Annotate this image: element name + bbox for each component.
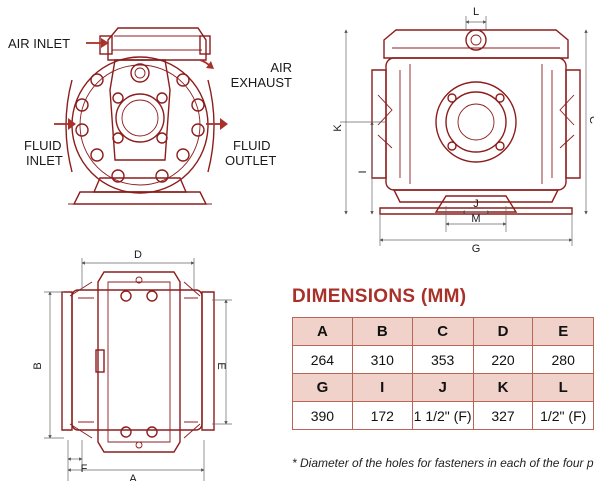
bolt-holes bbox=[75, 73, 205, 183]
header-cell-K: K bbox=[472, 373, 534, 402]
dim-letter-D: D bbox=[134, 249, 142, 261]
front-view-drawing: AIR INLET AIR EXHAUST FLUID INLET FLUID … bbox=[8, 27, 292, 205]
top-view-dimensions bbox=[44, 258, 232, 481]
value-cell-K: 327 bbox=[472, 401, 534, 430]
air-inlet-label: AIR INLET bbox=[8, 36, 70, 51]
air-exhaust-arrow bbox=[199, 59, 214, 69]
dim-letter-B: B bbox=[32, 362, 44, 369]
fluid-inlet-label-line2: INLET bbox=[26, 153, 63, 168]
value-cell-E: 280 bbox=[532, 345, 594, 374]
value-cell-C: 353 bbox=[411, 345, 474, 374]
top-view-drawing: D B E F A bbox=[32, 249, 232, 485]
value-cell-D: 220 bbox=[472, 345, 534, 374]
table-header-row-2: G I J K L bbox=[292, 373, 594, 402]
dim-letter-I: I bbox=[357, 170, 369, 173]
value-cell-A: 264 bbox=[292, 345, 353, 374]
value-cell-J: 1 1/2" (F) bbox=[411, 401, 474, 430]
side-view-dimensions bbox=[340, 16, 588, 246]
dim-letter-C: C bbox=[587, 116, 594, 124]
header-cell-G: G bbox=[292, 373, 353, 402]
fluid-inlet-arrow bbox=[54, 118, 76, 130]
fluid-outlet-arrow bbox=[206, 118, 228, 130]
dim-letter-J: J bbox=[473, 198, 479, 210]
fluid-outlet-label-line1: FLUID bbox=[233, 138, 271, 153]
header-cell-E: E bbox=[532, 317, 594, 346]
air-exhaust-label-line2: EXHAUST bbox=[231, 75, 292, 90]
fluid-inlet-label-line1: FLUID bbox=[24, 138, 62, 153]
table-value-row-1: 264 310 353 220 280 bbox=[292, 345, 594, 374]
table-footnote: * Diameter of the holes for fasteners in… bbox=[292, 456, 594, 470]
dim-letter-F: F bbox=[81, 463, 88, 475]
side-view-drawing: L K I C J M G bbox=[332, 6, 594, 255]
dimensions-table: A B C D E 264 310 353 220 280 G I J K L … bbox=[292, 317, 594, 430]
table-header-row-1: A B C D E bbox=[292, 317, 594, 346]
value-cell-L: 1/2" (F) bbox=[532, 401, 594, 430]
air-inlet-arrow bbox=[86, 38, 109, 48]
header-cell-I: I bbox=[351, 373, 413, 402]
fluid-outlet-label-line2: OUTLET bbox=[225, 153, 276, 168]
header-cell-A: A bbox=[292, 317, 353, 346]
value-cell-I: 172 bbox=[351, 401, 413, 430]
dim-letter-G: G bbox=[472, 243, 481, 255]
dim-letter-A: A bbox=[129, 473, 137, 481]
table-value-row-2: 390 172 1 1/2" (F) 327 1/2" (F) bbox=[292, 401, 594, 430]
dim-letter-E: E bbox=[215, 362, 227, 369]
header-cell-C: C bbox=[411, 317, 474, 346]
header-cell-D: D bbox=[472, 317, 534, 346]
value-cell-B: 310 bbox=[351, 345, 413, 374]
header-cell-J: J bbox=[411, 373, 474, 402]
dimensions-title: DIMENSIONS (MM) bbox=[292, 286, 467, 307]
dim-letter-M: M bbox=[471, 213, 480, 225]
header-cell-B: B bbox=[351, 317, 413, 346]
value-cell-G: 390 bbox=[292, 401, 353, 430]
dim-letter-K: K bbox=[332, 124, 344, 132]
header-cell-L: L bbox=[532, 373, 594, 402]
air-exhaust-label-line1: AIR bbox=[270, 60, 292, 75]
dim-letter-L: L bbox=[473, 6, 479, 18]
